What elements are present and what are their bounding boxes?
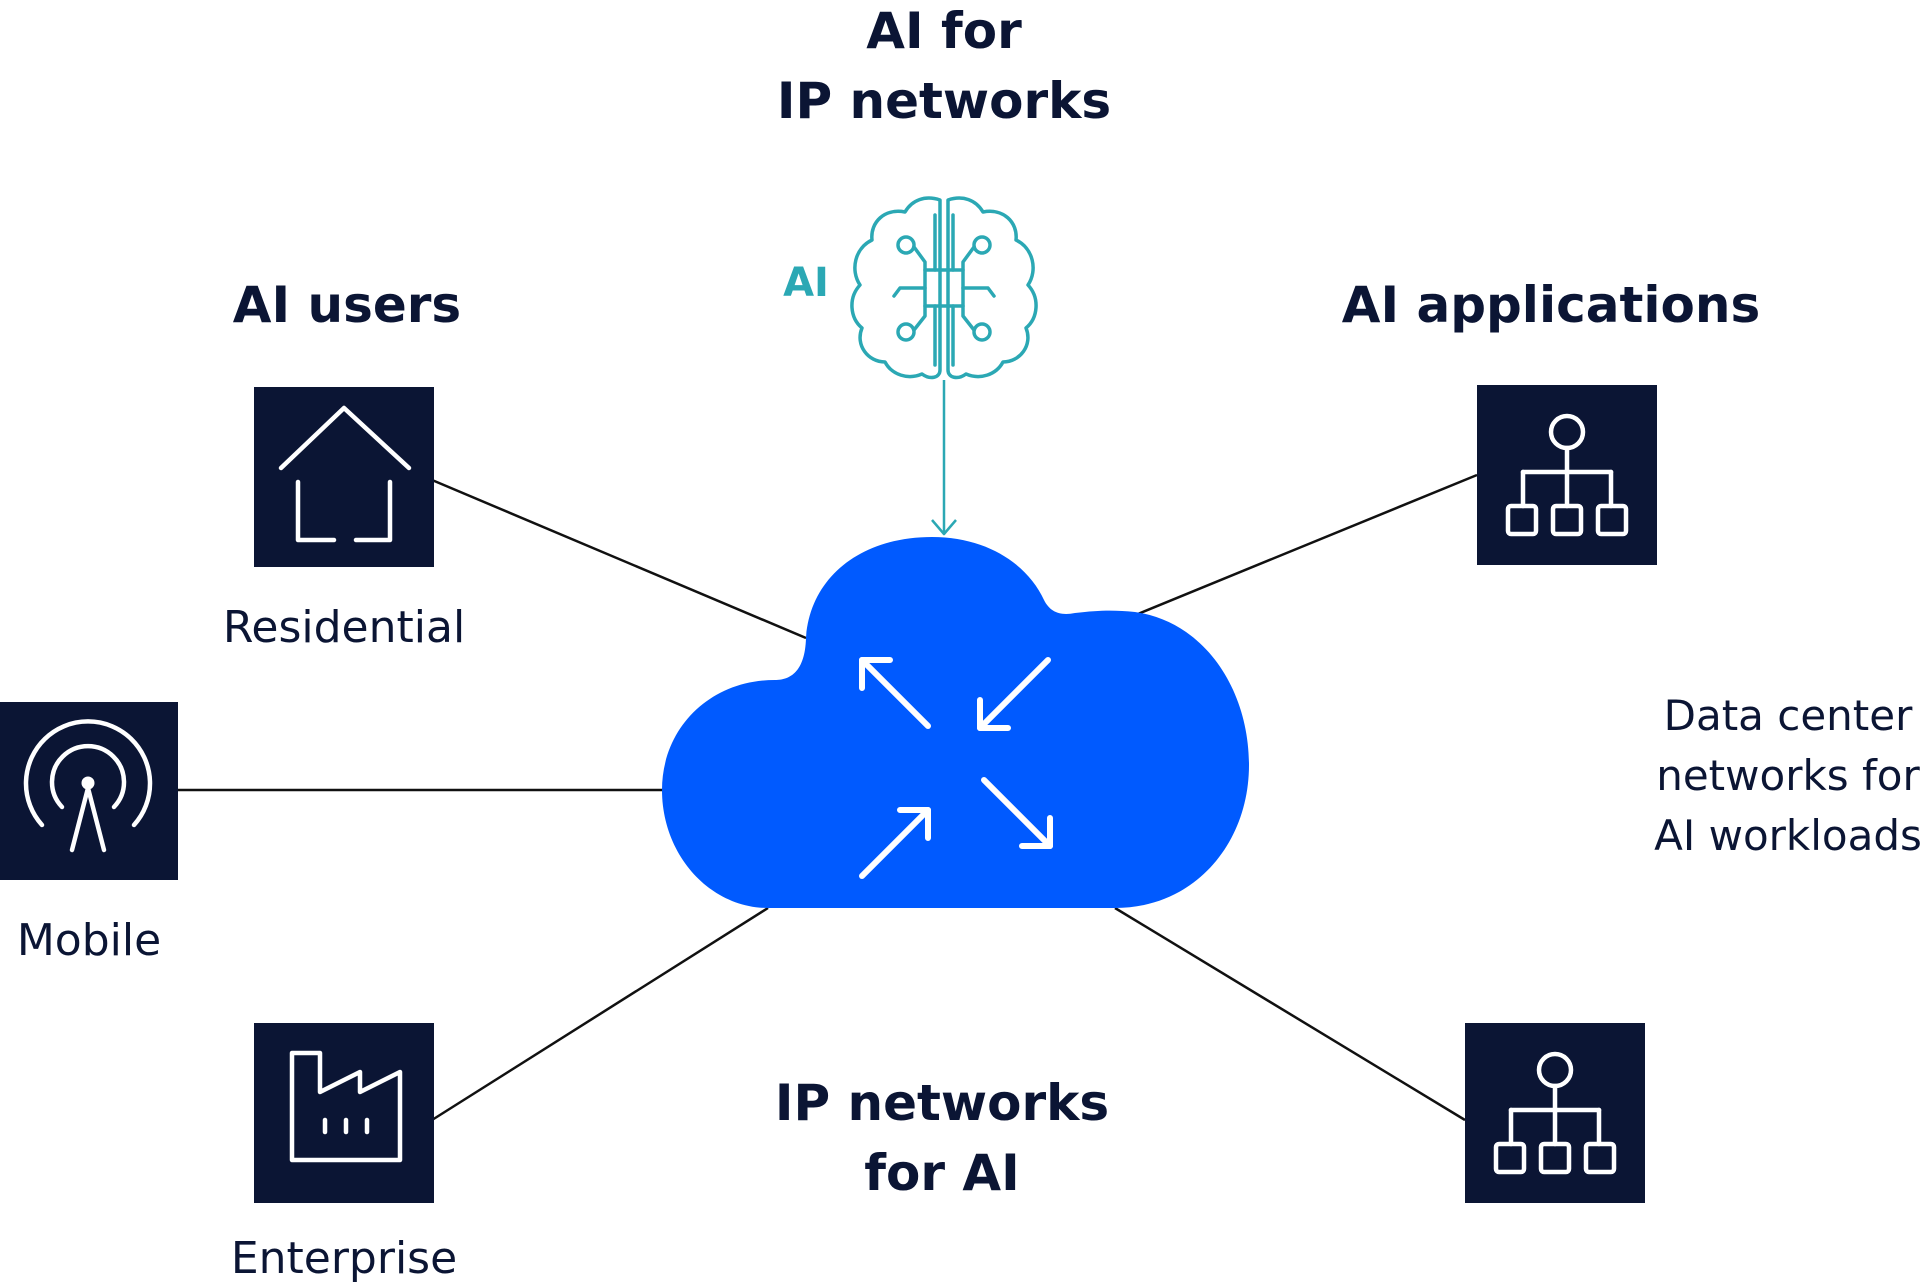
house-icon [278, 405, 412, 543]
link-residential [431, 478, 807, 640]
heading-ip-for-ai-line2: for AI [864, 1144, 1019, 1202]
data-center-line1: Data center [1664, 691, 1913, 740]
antenna-icon [23, 719, 153, 853]
residential-node [254, 387, 434, 567]
heading-ip-for-ai-line1: IP networks [775, 1074, 1109, 1132]
heading-ai-for-ip-line1: AI for [866, 2, 1022, 60]
heading-ai-users: AI users [233, 276, 461, 334]
hierarchy-icon [1493, 1051, 1617, 1175]
data-center-line3: AI workloads [1654, 811, 1922, 860]
link-app-top [1127, 473, 1478, 620]
hierarchy-icon [1505, 413, 1629, 537]
label-residential: Residential [223, 602, 465, 653]
ai-arrow [931, 380, 957, 536]
data-center-line2: networks for [1656, 751, 1920, 800]
mobile-node [0, 702, 178, 880]
converge-arrows-icon [859, 657, 1053, 879]
link-enterprise [431, 906, 769, 1122]
link-app-bottom [1114, 906, 1466, 1122]
heading-ai-for-ip-line2: IP networks [777, 72, 1111, 130]
ai-tag: AI [783, 260, 829, 306]
factory-icon [289, 1050, 403, 1163]
app-top-node [1477, 385, 1657, 565]
label-mobile: Mobile [17, 915, 161, 966]
cloud [662, 537, 1249, 908]
ai-brain-chip-icon [850, 196, 1038, 380]
app-bottom-node [1465, 1023, 1645, 1203]
heading-ai-applications: AI applications [1342, 276, 1760, 334]
enterprise-node [254, 1023, 434, 1203]
label-enterprise: Enterprise [231, 1233, 457, 1284]
